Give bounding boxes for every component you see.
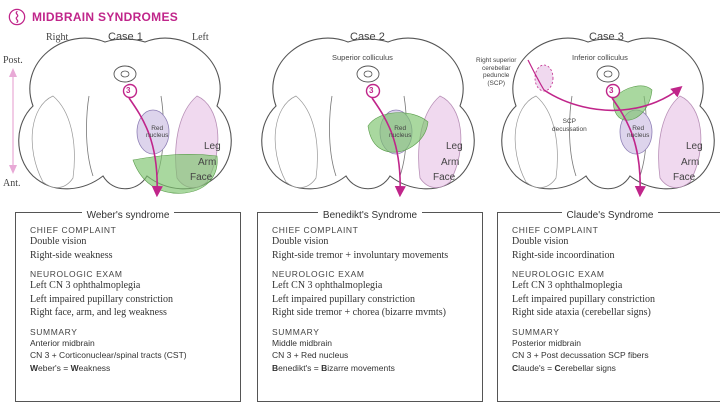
cn3-nerve — [128, 97, 163, 198]
cn3-nucleus-icon — [122, 83, 138, 99]
case-1-cn3-label: 3 — [126, 86, 131, 95]
summary-item: CN 3 + Corticonuclear/spinal tracts (CST… — [30, 350, 187, 360]
cn3-nerve — [611, 97, 646, 198]
panel-title: Benedikt's Syndrome — [317, 210, 423, 221]
summary-heading: Summary — [30, 326, 78, 337]
orientation-axis — [9, 68, 17, 174]
cn3-nucleus-icon — [605, 83, 621, 99]
exam-item: Left impaired pupillary constriction — [512, 293, 656, 305]
case-3-title: Case 3 — [589, 31, 624, 43]
exam-item: Left impaired pupillary constriction — [272, 293, 416, 305]
claude-syndrome-panel: Claude's Syndrome Chief complaint Double… — [497, 210, 720, 402]
corticospinal-tract-left — [658, 95, 702, 188]
chief-complaint-heading: Chief complaint — [272, 225, 359, 235]
midbrain-diagrams — [9, 37, 715, 198]
logo-icon — [8, 8, 26, 26]
scp-fiber-path — [543, 85, 683, 112]
chief-complaint-item: Double vision — [512, 236, 569, 247]
benedikt-syndrome-panel: Benedikt's Syndrome Chief complaint Doub… — [257, 210, 483, 402]
red-nucleus — [136, 109, 170, 155]
chief-complaint-item: Double vision — [30, 236, 87, 247]
case-3-face-label: Face — [673, 172, 696, 183]
scp-outline — [534, 64, 554, 92]
case-1-face-label: Face — [190, 172, 213, 183]
exam-item: Left CN 3 ophthalmoplegia — [512, 280, 623, 291]
exam-item: Right face, arm, and leg weakness — [30, 307, 167, 318]
case-2-title: Case 2 — [350, 31, 385, 43]
midbrain-case-2 — [261, 37, 475, 198]
posterior-label: Post. — [3, 55, 23, 66]
case-3-cn3-label: 3 — [609, 86, 614, 95]
summary-item: Anterior midbrain — [30, 337, 95, 348]
mnemonic: Claude's = Cerebellar signs — [512, 362, 616, 373]
mnemonic: Weber's = Weakness — [30, 362, 111, 373]
midbrain-case-3 — [501, 37, 715, 198]
lesion-benedikt — [367, 112, 429, 153]
summary-item: Middle midbrain — [272, 337, 332, 348]
cn3-nerve — [371, 97, 406, 198]
lesion-claude — [613, 85, 653, 121]
case-2-cn3-label: 3 — [369, 86, 374, 95]
summary-heading: Summary — [512, 326, 560, 337]
case-1-arm-label: Arm — [198, 157, 217, 168]
weber-syndrome-panel: Weber's syndrome Chief complaint Double … — [15, 210, 241, 402]
chief-complaint-item: Double vision — [272, 236, 329, 247]
exam-item: Left CN 3 ophthalmoplegia — [272, 280, 383, 291]
left-label: Left — [192, 32, 209, 43]
chief-complaint-item: Right-side incoordination — [512, 249, 615, 261]
case-2-face-label: Face — [433, 172, 456, 183]
case-3-leg-label: Leg — [686, 141, 703, 152]
neurologic-exam-heading: Neurologic Exam — [272, 269, 365, 279]
case-2-arm-label: Arm — [441, 157, 460, 168]
exam-item: Right side ataxia (cerebellar signs) — [512, 307, 651, 318]
exam-item: Left impaired pupillary constriction — [30, 293, 174, 305]
summary-heading: Summary — [272, 326, 320, 337]
chief-complaint-item: Right-side tremor + involuntary movement… — [272, 249, 449, 261]
case-1-leg-label: Leg — [204, 141, 221, 152]
anterior-label: Ant. — [3, 178, 21, 189]
neurologic-exam-heading: Neurologic Exam — [30, 269, 123, 279]
exam-item: Left CN 3 ophthalmoplegia — [30, 280, 141, 291]
chief-complaint-item: Right-side weakness — [30, 249, 113, 261]
panel-title: Claude's Syndrome — [561, 210, 659, 221]
chief-complaint-heading: Chief complaint — [30, 225, 117, 235]
header: MIDBRAIN SYNDROMES — [8, 6, 178, 28]
midbrain-case-1 — [18, 37, 232, 198]
case-3-inferior-colliculus-label: Inferior colliculus — [572, 53, 628, 62]
cn3-nucleus-icon — [365, 83, 381, 99]
right-label: Right — [46, 32, 69, 43]
case-1-title: Case 1 — [108, 31, 143, 43]
case-3-arm-label: Arm — [681, 157, 700, 168]
summary-item: CN 3 + Red nucleus — [272, 350, 349, 360]
case-2-leg-label: Leg — [446, 141, 463, 152]
mnemonic: Benedikt's = Bizarre movements — [272, 362, 395, 373]
chief-complaint-heading: Chief complaint — [512, 225, 599, 235]
summary-item: Posterior midbrain — [512, 337, 581, 348]
panel-title: Weber's syndrome — [81, 210, 175, 221]
exam-item: Right side tremor + chorea (bizarre mvmt… — [272, 307, 446, 318]
neurologic-exam-heading: Neurologic Exam — [512, 269, 605, 279]
case-2-superior-colliculus-label: Superior colliculus — [332, 53, 393, 62]
page-title: MIDBRAIN SYNDROMES — [32, 10, 179, 24]
summary-item: CN 3 + Post decussation SCP fibers — [512, 350, 649, 360]
